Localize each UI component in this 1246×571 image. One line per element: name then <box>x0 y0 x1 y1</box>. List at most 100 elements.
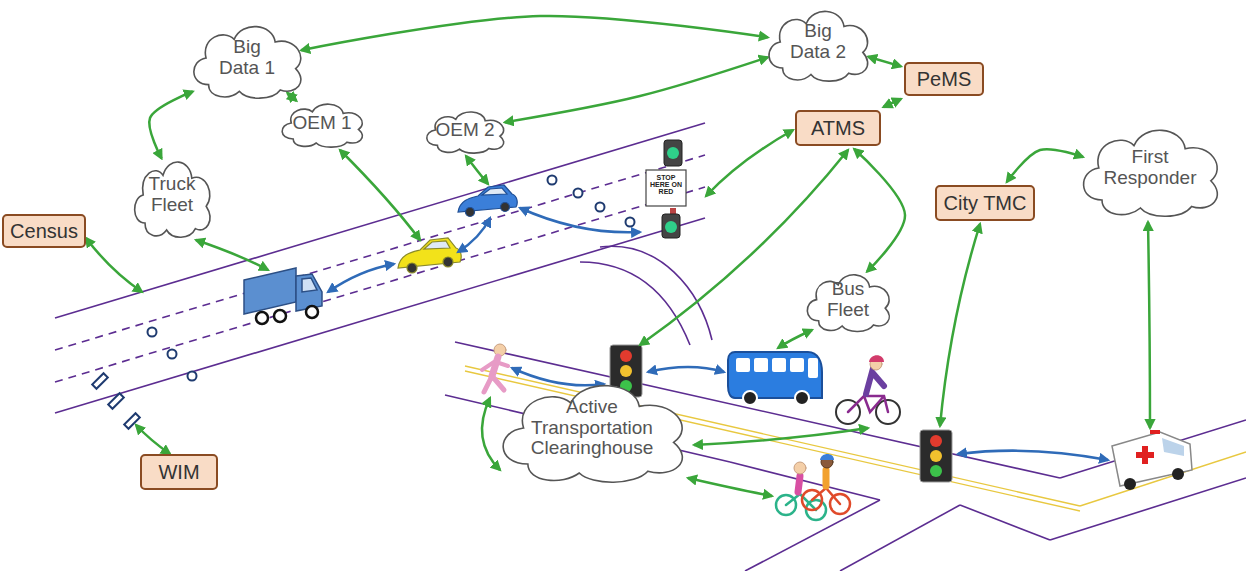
cloud-outline <box>282 104 362 147</box>
center-line <box>465 366 1246 511</box>
traffic-light <box>930 450 942 462</box>
node-label: ATMS <box>811 117 865 139</box>
highway <box>55 218 705 413</box>
data-connector <box>868 57 901 67</box>
children-bicycles <box>776 454 850 520</box>
pedestrian <box>492 357 498 376</box>
data-link <box>688 478 772 496</box>
data-cloud: Big Data 1 <box>183 18 311 98</box>
loop-detector <box>596 203 605 212</box>
agency-box: WIM <box>140 454 218 490</box>
children-bicycles <box>820 454 834 460</box>
traffic-light <box>930 465 942 477</box>
data-cloud: Bus Fleet <box>799 268 897 331</box>
node-label: City TMC <box>944 192 1027 214</box>
ambulance <box>1112 430 1192 490</box>
data-connector <box>505 57 768 122</box>
node-label: Census <box>10 220 78 242</box>
ambulance <box>1136 446 1154 464</box>
v2x-link <box>958 451 1108 460</box>
data-link <box>86 130 1150 496</box>
highway-signal <box>662 214 680 238</box>
bus <box>754 358 768 372</box>
bicyclist <box>848 396 888 412</box>
highway-signal <box>646 170 686 206</box>
bus <box>728 352 822 405</box>
data-link <box>778 330 812 348</box>
highway-signal <box>664 140 682 166</box>
v2x-link <box>648 367 724 372</box>
v2x-link <box>520 208 640 232</box>
highway-signal <box>665 221 677 233</box>
street <box>1050 478 1246 540</box>
yellow-car <box>443 257 453 267</box>
data-link <box>136 425 170 454</box>
v2x-link <box>512 368 604 385</box>
blue-car <box>458 185 517 212</box>
bus <box>743 391 757 405</box>
blue-car <box>501 203 510 212</box>
agency-box: ATMS <box>795 110 881 146</box>
street <box>840 505 960 571</box>
data-link <box>340 150 420 240</box>
data-cloud: OEM 2 <box>419 107 511 153</box>
node-label: OEM 1 <box>292 113 351 134</box>
v2x-link <box>328 208 1108 460</box>
node-label: Active Transportation Clearinghouse <box>517 397 667 460</box>
data-link <box>706 130 793 196</box>
cloud-outline <box>807 275 889 332</box>
data-cloud: OEM 1 <box>274 99 370 147</box>
loop-detector <box>188 372 197 381</box>
cloud-outline <box>194 27 301 99</box>
data-link <box>1148 222 1150 428</box>
traffic-light <box>930 435 942 447</box>
agency-box: City TMC <box>935 185 1035 221</box>
pedestrian <box>482 344 508 392</box>
data-connector <box>883 99 901 107</box>
highway <box>55 123 712 413</box>
truck <box>244 268 296 314</box>
loop-detector <box>168 350 177 359</box>
ambulance <box>1172 468 1184 480</box>
bus <box>736 358 818 378</box>
node-label: First Responder <box>1095 147 1205 189</box>
truck <box>274 310 286 322</box>
node-label: WIM <box>158 461 199 483</box>
ambulance <box>1112 432 1192 486</box>
node-label: Bus Fleet <box>818 279 878 321</box>
traffic-light <box>920 430 952 482</box>
node-label: Truck Fleet <box>142 174 202 216</box>
loop-detector <box>626 218 635 227</box>
bicyclist <box>836 355 900 424</box>
data-cloud: Big Data 2 <box>759 3 877 81</box>
cloud-outline <box>1084 130 1218 216</box>
yellow-car <box>407 263 417 273</box>
data-cloud: Active Transportation Clearinghouse <box>485 374 699 482</box>
data-cloud: Truck Fleet <box>127 153 217 237</box>
wim-sensor <box>92 373 140 429</box>
pedestrian <box>484 376 504 392</box>
loop-detector <box>148 328 157 337</box>
node-label: Big Data 1 <box>212 37 282 79</box>
node-label: OEM 2 <box>435 120 494 141</box>
data-connector <box>149 92 193 159</box>
data-connector <box>854 149 905 272</box>
data-link <box>86 238 142 292</box>
street <box>960 505 1050 540</box>
cloud-outline <box>427 112 504 153</box>
ambulance <box>1162 438 1184 456</box>
bus <box>790 358 804 372</box>
wim-sensor <box>108 393 124 409</box>
data-connector <box>287 93 296 101</box>
highway-signal <box>667 147 679 159</box>
blue-car <box>466 208 475 217</box>
truck <box>256 306 318 324</box>
yellow-car <box>398 238 461 273</box>
node-label: Big Data 2 <box>783 21 853 63</box>
data-link <box>196 240 268 270</box>
highway <box>580 262 690 345</box>
data-link <box>466 156 488 184</box>
bus <box>795 391 809 405</box>
